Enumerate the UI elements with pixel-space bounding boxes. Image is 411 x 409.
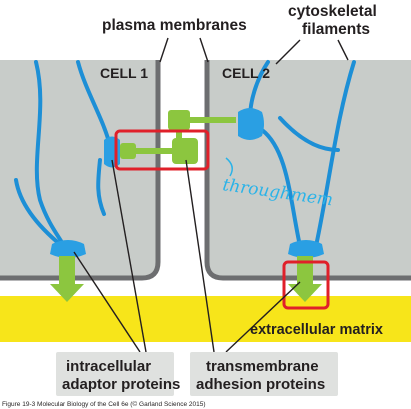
adhesion-protein-cell1-head <box>120 143 136 159</box>
highlight-box-junction <box>114 129 210 171</box>
filament-cell2-c <box>278 116 340 152</box>
leader-adhesion-matrix <box>225 281 301 353</box>
adaptor-protein-cell1-lower <box>50 240 86 258</box>
cell-2-membrane <box>204 60 411 281</box>
label-plasma-membranes: plasma membranes <box>102 17 247 34</box>
highlight-box-matrix-adhesion <box>282 260 330 310</box>
label-adaptor-proteins: adaptor proteins <box>62 376 180 393</box>
matrix-protein-cell1-stem <box>59 256 75 286</box>
figure-caption: Figure 19-3 Molecular Biology of the Cel… <box>2 400 206 408</box>
matrix-protein-cell1-head <box>50 284 84 302</box>
leader-filament-b <box>337 39 349 61</box>
label-filaments: filaments <box>302 21 370 38</box>
top-leader-lines <box>159 37 349 65</box>
label-box-intracellular <box>56 352 174 396</box>
label-transmembrane: transmembrane <box>206 358 319 375</box>
adhesion-protein-upper-head <box>168 110 190 130</box>
leader-adaptor-junction <box>111 159 147 353</box>
extracellular-matrix-band <box>0 296 411 342</box>
adhesion-protein-upper-stalk <box>188 117 236 123</box>
adaptor-protein-cell2-lower <box>288 240 324 258</box>
adaptor-protein-cell2-upper <box>238 108 264 140</box>
cell-1-membrane <box>0 60 161 281</box>
filament-cell1-a <box>34 60 66 248</box>
adhesion-protein-upper-neck <box>176 130 182 139</box>
bottom-leader-lines <box>73 159 301 353</box>
label-extracellular-matrix: extracellular matrix <box>250 322 383 338</box>
leader-membrane-cell1 <box>159 37 169 63</box>
leader-adaptor-cell1 <box>73 251 141 353</box>
handwritten-stroke <box>225 157 233 177</box>
label-cell-1: CELL 1 <box>100 65 148 81</box>
leader-adhesion-junction <box>185 159 215 353</box>
filament-cell1-d <box>96 158 106 216</box>
adhesion-protein-cell1-stalk <box>136 148 172 154</box>
cell-matrix-adhesion-cell1 <box>50 256 84 302</box>
cell-cell-adhesion-proteins <box>120 110 236 164</box>
label-box-transmembrane <box>190 352 338 396</box>
leader-filament-a <box>275 39 301 65</box>
leader-membrane-cell2 <box>199 37 209 63</box>
adhesion-protein-cell2-head <box>172 138 198 164</box>
label-intracellular: intracellular <box>66 358 151 375</box>
filament-cell1-c <box>14 178 64 248</box>
label-adhesion-proteins: adhesion proteins <box>196 376 325 393</box>
filament-cell2-d <box>260 128 302 248</box>
label-cell-2: CELL 2 <box>222 65 270 81</box>
matrix-protein-cell2-head <box>288 284 322 302</box>
label-cytoskeletal: cytoskeletal <box>288 3 377 20</box>
